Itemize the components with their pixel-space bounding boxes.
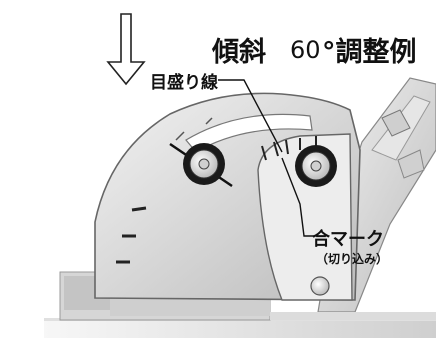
left-clamp-knob [169, 142, 233, 188]
down-arrow-icon [106, 13, 146, 86]
base-plate [44, 318, 436, 338]
floor-edge [270, 312, 436, 320]
match-mark-note: （切り込み） [316, 252, 389, 266]
match-mark-label: 合マーク [312, 229, 384, 250]
right-clamp-knob [295, 145, 337, 187]
title-angle: 60 [290, 36, 321, 64]
match-mark-leader [281, 157, 314, 237]
scale-line-label: 目盛り線 [150, 73, 218, 93]
title-suffix: °調整例 [322, 37, 417, 68]
scale-line-leader [218, 79, 283, 153]
title-prefix: 傾斜 [212, 37, 266, 68]
